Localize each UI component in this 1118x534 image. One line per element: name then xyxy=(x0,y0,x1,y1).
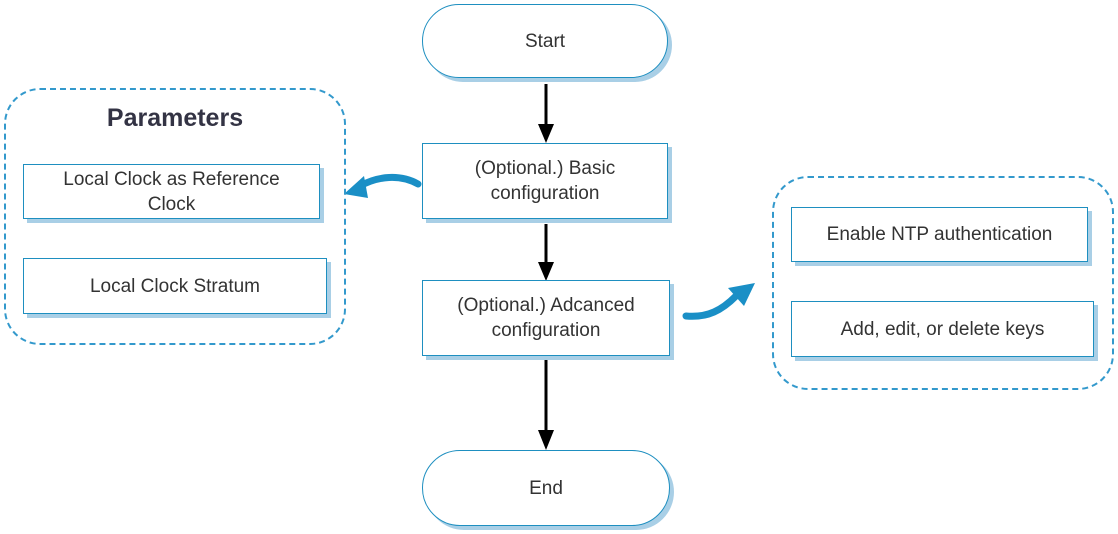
param-item-clock-stratum: Local Clock Stratum xyxy=(23,258,327,314)
end-label: End xyxy=(529,477,563,499)
param-item-reference-clock: Local Clock as Reference Clock xyxy=(23,164,320,219)
start-label: Start xyxy=(524,30,566,52)
param-item-label: Local Clock as Reference Clock xyxy=(63,168,280,215)
curved-arrow-to-advanced-options xyxy=(682,283,755,320)
parameters-title: Parameters xyxy=(106,104,244,132)
end-node: End xyxy=(422,450,670,526)
advanced-configuration-node: (Optional.) Adcanced configuration xyxy=(422,280,670,356)
basic-configuration-node: (Optional.) Basic configuration xyxy=(422,143,668,219)
advanced-options-group xyxy=(772,176,1114,390)
option-label: Enable NTP authentication xyxy=(826,224,1053,245)
parameters-group xyxy=(4,88,346,345)
advanced-configuration-label: (Optional.) Adcanced configuration xyxy=(457,295,635,341)
option-enable-ntp-authentication: Enable NTP authentication xyxy=(791,207,1088,262)
arrow-basic-to-advanced xyxy=(538,224,554,281)
option-label: Add, edit, or delete keys xyxy=(840,318,1045,340)
param-item-label: Local Clock Stratum xyxy=(89,275,260,297)
start-node: Start xyxy=(422,4,668,78)
curved-arrow-to-parameters xyxy=(344,174,422,198)
arrow-advanced-to-end xyxy=(538,358,554,450)
arrow-start-to-basic xyxy=(538,84,554,143)
option-add-edit-delete-keys: Add, edit, or delete keys xyxy=(791,301,1094,357)
basic-configuration-label: (Optional.) Basic configuration xyxy=(474,158,616,204)
